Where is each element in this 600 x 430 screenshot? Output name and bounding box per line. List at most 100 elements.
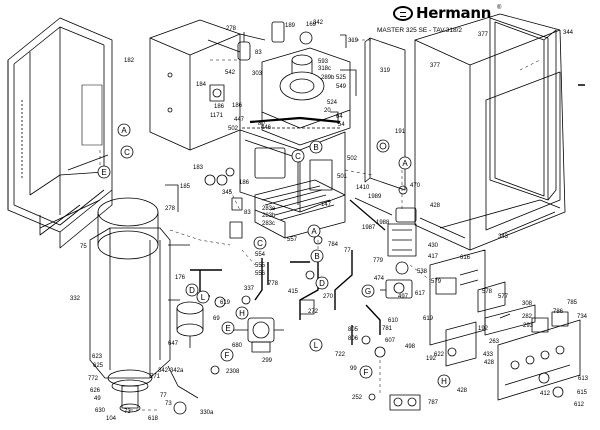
svg-text:293: 293 bbox=[523, 323, 534, 329]
svg-text:779: 779 bbox=[373, 258, 384, 264]
svg-text:1988: 1988 bbox=[376, 220, 390, 226]
svg-text:299: 299 bbox=[262, 358, 273, 364]
svg-text:722: 722 bbox=[335, 352, 346, 358]
svg-text:524: 524 bbox=[327, 100, 338, 106]
svg-text:501: 501 bbox=[337, 174, 348, 180]
svg-text:192: 192 bbox=[426, 356, 437, 362]
svg-text:502: 502 bbox=[228, 126, 239, 132]
svg-text:252: 252 bbox=[352, 395, 363, 401]
svg-text:578: 578 bbox=[482, 289, 493, 295]
svg-text:69: 69 bbox=[213, 316, 220, 322]
svg-text:417: 417 bbox=[428, 254, 439, 260]
svg-text:282: 282 bbox=[522, 314, 533, 320]
svg-text:607: 607 bbox=[385, 338, 396, 344]
svg-text:186: 186 bbox=[214, 104, 225, 110]
svg-text:308: 308 bbox=[522, 301, 533, 307]
callout-E-2: E bbox=[221, 321, 235, 335]
svg-text:772: 772 bbox=[88, 376, 99, 382]
svg-text:1989: 1989 bbox=[368, 194, 382, 200]
svg-text:1987: 1987 bbox=[362, 225, 376, 231]
brand-name: Hermann bbox=[416, 4, 492, 22]
svg-text:612: 612 bbox=[574, 402, 585, 408]
assembly-lines bbox=[99, 39, 541, 411]
callout-C-3: C bbox=[253, 236, 267, 250]
svg-text:617: 617 bbox=[415, 291, 426, 297]
callout-B-2: B bbox=[310, 249, 324, 263]
svg-text:318c: 318c bbox=[318, 66, 331, 72]
svg-text:615: 615 bbox=[577, 390, 588, 396]
svg-text:303: 303 bbox=[252, 71, 263, 77]
svg-text:345: 345 bbox=[222, 190, 233, 196]
svg-text:577: 577 bbox=[498, 294, 509, 300]
brand-logo: Hermann ® bbox=[393, 4, 513, 25]
callout-H-1: H bbox=[235, 306, 249, 320]
callout-F-3: F bbox=[359, 365, 373, 379]
svg-text:186: 186 bbox=[232, 103, 243, 109]
svg-text:278: 278 bbox=[226, 26, 237, 32]
svg-text:502: 502 bbox=[347, 156, 358, 162]
svg-text:377: 377 bbox=[478, 32, 489, 38]
svg-text:555: 555 bbox=[255, 263, 266, 269]
part-labels: 278 83 182 184 542 303 189 169 593 318c … bbox=[70, 20, 589, 422]
svg-text:344: 344 bbox=[563, 30, 574, 36]
svg-text:270: 270 bbox=[323, 294, 334, 300]
svg-text:183: 183 bbox=[193, 165, 204, 171]
svg-text:80: 80 bbox=[258, 121, 265, 127]
svg-text:L: L bbox=[201, 293, 206, 302]
svg-text:542: 542 bbox=[225, 70, 236, 76]
svg-text:191: 191 bbox=[395, 129, 406, 135]
svg-text:446: 446 bbox=[261, 125, 272, 131]
hydraulic-assembly bbox=[349, 185, 417, 299]
svg-text:626: 626 bbox=[90, 388, 101, 394]
svg-text:2308: 2308 bbox=[226, 369, 240, 375]
svg-text:C: C bbox=[257, 239, 263, 248]
svg-text:784: 784 bbox=[328, 242, 339, 248]
callout-E-1: E bbox=[97, 165, 111, 179]
svg-text:73: 73 bbox=[165, 401, 172, 407]
svg-text:F: F bbox=[364, 368, 369, 377]
svg-text:554: 554 bbox=[255, 252, 266, 258]
svg-text:77: 77 bbox=[344, 248, 351, 254]
svg-text:805: 805 bbox=[348, 327, 359, 333]
svg-text:428: 428 bbox=[484, 360, 495, 366]
svg-text:625: 625 bbox=[93, 363, 104, 369]
svg-text:428: 428 bbox=[430, 203, 441, 209]
svg-text:99: 99 bbox=[350, 366, 357, 372]
svg-text:447: 447 bbox=[234, 117, 245, 123]
svg-text:289b: 289b bbox=[321, 75, 335, 81]
storage-tank bbox=[89, 227, 190, 413]
model-reference: MASTER 325 SE - TAV.318/2 bbox=[377, 27, 463, 34]
svg-text:680: 680 bbox=[232, 343, 243, 349]
svg-text:49: 49 bbox=[94, 396, 101, 402]
svg-text:H: H bbox=[239, 309, 245, 318]
svg-text:184: 184 bbox=[196, 82, 207, 88]
svg-text:104: 104 bbox=[106, 416, 117, 422]
svg-text:806: 806 bbox=[348, 336, 359, 342]
svg-text:319: 319 bbox=[380, 68, 391, 74]
burner bbox=[254, 179, 346, 239]
callout-D-1: D bbox=[315, 276, 329, 290]
svg-text:A: A bbox=[402, 159, 408, 168]
svg-text:474: 474 bbox=[374, 276, 385, 282]
svg-text:557: 557 bbox=[287, 237, 298, 243]
svg-text:54: 54 bbox=[338, 122, 345, 128]
svg-text:470: 470 bbox=[410, 183, 421, 189]
svg-text:330a: 330a bbox=[200, 410, 214, 416]
svg-text:77: 77 bbox=[160, 393, 167, 399]
svg-text:A: A bbox=[311, 227, 317, 236]
svg-text:1171: 1171 bbox=[210, 113, 224, 119]
circulation-pump bbox=[232, 317, 284, 353]
svg-text:G: G bbox=[365, 287, 371, 296]
svg-text:734: 734 bbox=[577, 314, 588, 320]
svg-text:F: F bbox=[225, 351, 230, 360]
svg-text:1410: 1410 bbox=[356, 185, 370, 191]
chassis-frame bbox=[7, 17, 113, 249]
top-box bbox=[149, 19, 266, 151]
fan-assembly bbox=[261, 21, 357, 146]
svg-text:278: 278 bbox=[165, 206, 176, 212]
control-panel bbox=[429, 249, 581, 401]
callout-C-2: C bbox=[291, 149, 305, 163]
svg-text:579: 579 bbox=[431, 279, 442, 285]
svg-text:75: 75 bbox=[80, 244, 87, 250]
svg-text:E: E bbox=[101, 168, 106, 177]
